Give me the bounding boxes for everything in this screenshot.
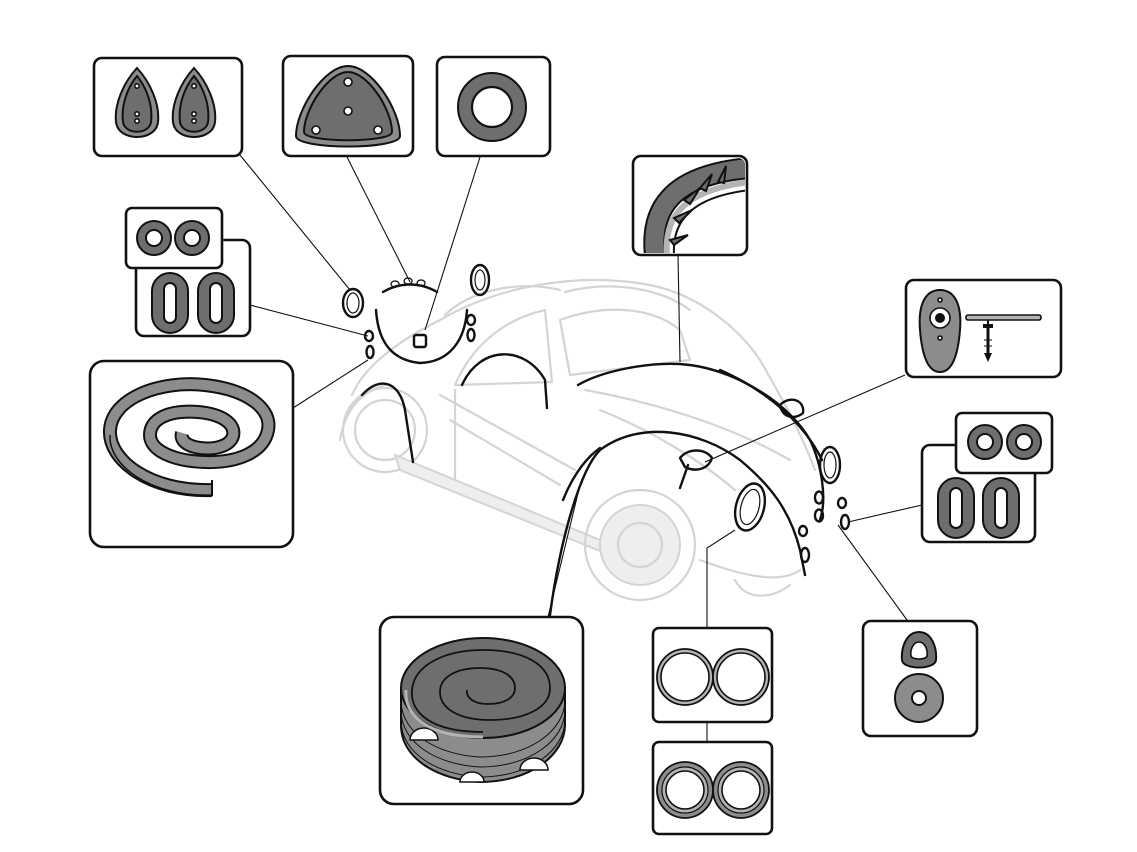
horn-grille-seal-callout [904, 278, 1063, 379]
rear-small-grommets-callout [124, 206, 224, 270]
headlight-seals-thin-callout [651, 626, 774, 724]
teardrop-gasket-pair-icon [114, 66, 217, 138]
oval-grommet-pair-icon [151, 272, 235, 334]
front-fender-beading-detail-callout [631, 154, 749, 257]
thin-ring-pair-icon [656, 648, 770, 706]
leader-lines [239, 152, 923, 742]
front-fender-beading-roll-callout [378, 615, 585, 806]
rounded-triangle-gasket-icon [294, 64, 402, 148]
flat-spiral-beading-icon [103, 377, 276, 498]
turn-signal-seals-callout [861, 619, 979, 738]
fender-beading-detail-icon [643, 158, 745, 253]
stacked-spiral-beading-icon [400, 637, 566, 784]
car-seal-edges [341, 263, 851, 617]
front-small-grommets-callout [954, 411, 1054, 475]
horn-seal-with-bolt-icon [918, 288, 1042, 374]
oval-grommet-pair-icon [937, 477, 1020, 539]
rear-grommet-callout [435, 55, 552, 158]
ring-grommet-icon [457, 72, 527, 142]
signal-seal-set-icon [894, 630, 944, 723]
rear-fender-beading-roll-callout [88, 359, 295, 549]
round-grommet-pair-icon [136, 220, 210, 256]
rear-light-gaskets-callout [92, 56, 244, 158]
round-grommet-pair-icon [967, 424, 1042, 460]
thick-ring-pair-icon [656, 761, 770, 819]
headlight-seals-thick-callout [651, 740, 774, 836]
car-body-ghost [338, 278, 817, 602]
third-brake-gasket-callout [281, 54, 415, 158]
